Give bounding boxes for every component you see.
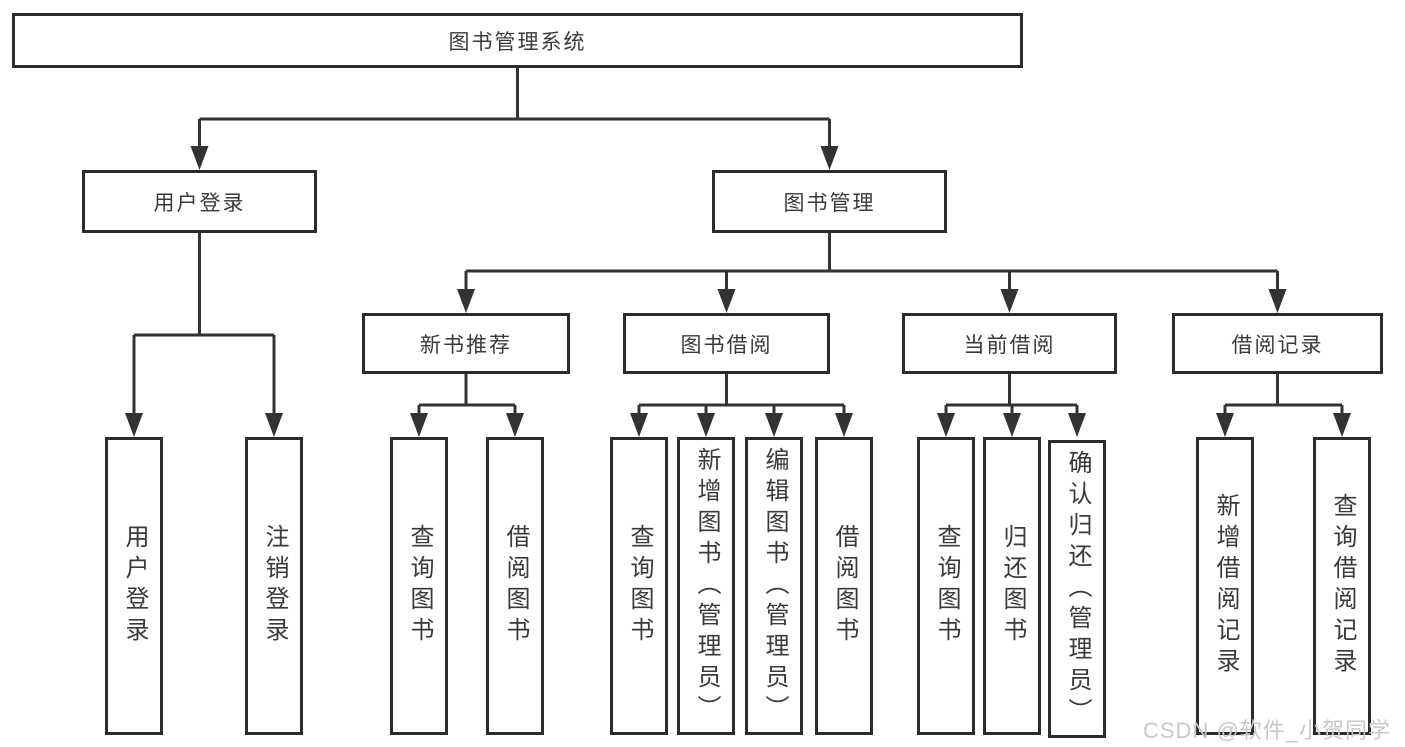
leaf-query-books-borrow: 查询图书 bbox=[610, 437, 668, 735]
leaf-add-borrow-record: 新增借阅记录 bbox=[1196, 437, 1254, 735]
node-label: 查询图书 bbox=[626, 524, 653, 648]
leaf-edit-books-admin: 编辑图书（管理员） bbox=[745, 437, 803, 735]
node-root-library-system: 图书管理系统 bbox=[12, 13, 1023, 68]
leaf-return-books: 归还图书 bbox=[983, 437, 1041, 735]
leaf-add-books-admin: 新增图书（管理员） bbox=[677, 437, 735, 735]
node-label: 用户登录 bbox=[153, 191, 246, 215]
arrow-down-icon bbox=[630, 413, 648, 437]
node-borrow-records: 借阅记录 bbox=[1172, 313, 1383, 374]
node-label: 归还图书 bbox=[999, 524, 1026, 648]
arrow-down-icon bbox=[717, 289, 736, 313]
node-label: 确认归还（管理员） bbox=[1064, 449, 1091, 729]
arrow-down-icon bbox=[1003, 413, 1021, 437]
arrow-down-icon bbox=[265, 413, 283, 437]
arrow-down-icon bbox=[1268, 289, 1287, 313]
leaf-logout: 注销登录 bbox=[245, 437, 303, 735]
node-label: 查询图书 bbox=[406, 524, 433, 648]
node-label: 注销登录 bbox=[261, 524, 288, 648]
leaf-query-books-recommend: 查询图书 bbox=[390, 437, 448, 735]
arrow-down-icon bbox=[835, 413, 853, 437]
arrow-down-icon bbox=[190, 146, 209, 170]
arrow-down-icon bbox=[457, 289, 475, 313]
arrow-down-icon bbox=[506, 413, 524, 437]
arrow-down-icon bbox=[1068, 413, 1086, 437]
node-label: 新增借阅记录 bbox=[1212, 493, 1239, 679]
leaf-user-login: 用户登录 bbox=[105, 437, 163, 735]
node-book-borrow: 图书借阅 bbox=[623, 313, 830, 374]
arrow-down-icon bbox=[697, 413, 715, 437]
leaf-query-books-current: 查询图书 bbox=[917, 437, 975, 735]
node-label: 查询图书 bbox=[933, 524, 960, 648]
arrow-down-icon bbox=[820, 146, 839, 170]
node-label: 当前借阅 bbox=[963, 333, 1056, 357]
node-book-management: 图书管理 bbox=[712, 170, 947, 233]
node-label: 新书推荐 bbox=[420, 333, 512, 357]
node-label: 查询借阅记录 bbox=[1329, 493, 1356, 679]
leaf-borrow-books-recommend: 借阅图书 bbox=[486, 437, 544, 735]
node-label: 图书管理 bbox=[783, 191, 876, 215]
node-current-borrow: 当前借阅 bbox=[902, 313, 1117, 374]
arrowheads bbox=[125, 146, 1351, 437]
arrow-down-icon bbox=[937, 413, 955, 437]
node-label: 借阅图书 bbox=[831, 524, 858, 648]
node-label: 编辑图书（管理员） bbox=[761, 446, 788, 726]
node-user-login: 用户登录 bbox=[82, 170, 317, 233]
node-label: 图书借阅 bbox=[680, 333, 773, 357]
arrow-down-icon bbox=[1216, 413, 1234, 437]
node-label: 用户登录 bbox=[121, 524, 148, 648]
leaf-borrow-books: 借阅图书 bbox=[815, 437, 873, 735]
arrow-down-icon bbox=[410, 413, 428, 437]
node-label: 借阅记录 bbox=[1231, 333, 1324, 357]
arrow-down-icon bbox=[1333, 413, 1351, 437]
arrow-down-icon bbox=[765, 413, 783, 437]
leaf-query-borrow-record: 查询借阅记录 bbox=[1313, 437, 1371, 735]
arrow-down-icon bbox=[125, 413, 143, 437]
leaf-confirm-return-admin: 确认归还（管理员） bbox=[1048, 440, 1106, 738]
node-new-book-recommend: 新书推荐 bbox=[362, 313, 570, 374]
node-label: 图书管理系统 bbox=[448, 30, 587, 54]
arrow-down-icon bbox=[1000, 289, 1019, 313]
node-label: 借阅图书 bbox=[502, 524, 529, 648]
connector-lines bbox=[132, 68, 1344, 414]
csdn-watermark: CSDN @软件_小贺同学 bbox=[1143, 718, 1392, 743]
node-label: 新增图书（管理员） bbox=[693, 446, 720, 726]
